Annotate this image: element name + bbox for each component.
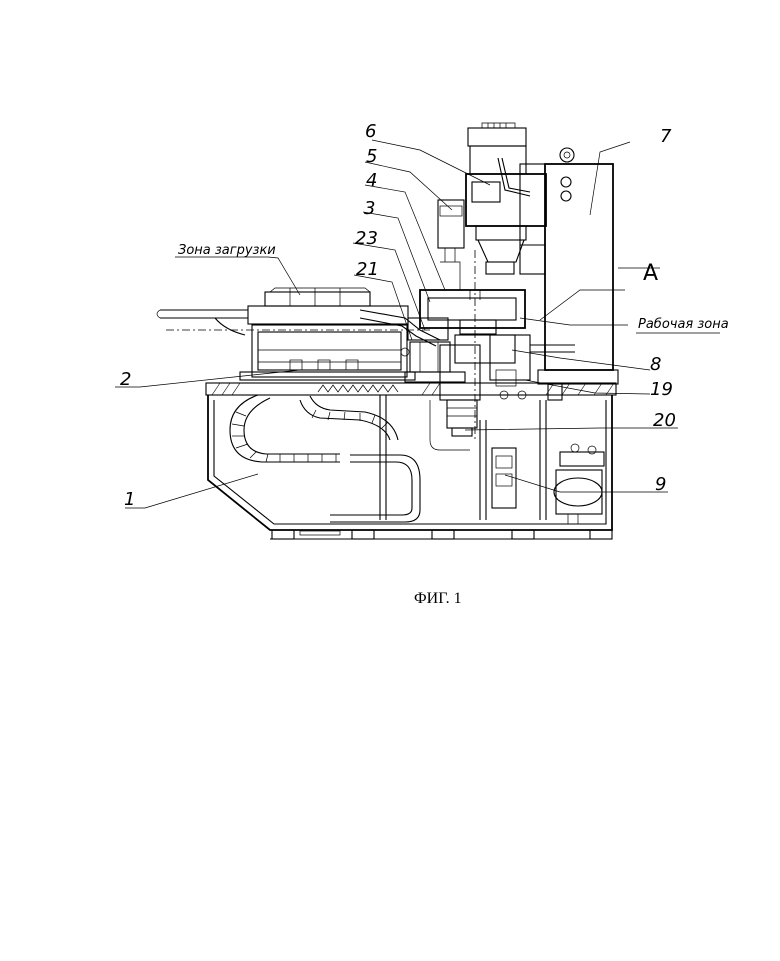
loading-table [157,288,430,392]
callout-3: 3 [364,198,375,219]
callout-5: 5 [366,146,377,167]
machine-bed-frame [206,383,616,539]
spindle-head [438,123,546,290]
pneumatic-unit [492,444,604,524]
callout-7: 7 [660,126,672,147]
figure-caption: ФИГ. 1 [414,590,462,607]
callout-2: 2 [120,369,131,390]
callout-19: 19 [650,379,673,400]
working-zone-label: Рабочая зона [638,317,729,332]
leader-lines [115,140,720,508]
callout-9: 9 [655,474,666,495]
callout-4: 4 [366,170,377,191]
callout-1: 1 [124,489,135,510]
callout-23: 23 [355,228,378,249]
machine-assembly [157,123,618,539]
clamp-assembly [360,310,465,382]
view-a-label: A [643,261,658,286]
callout-6: 6 [365,121,376,142]
callout-8: 8 [650,354,661,375]
cable-drag-chain [230,395,398,462]
section-hatching [212,383,614,395]
callout-20: 20 [653,410,676,431]
loading-zone-label: Зона загрузки [178,243,276,258]
spindle-block [420,250,575,440]
callout-21: 21 [356,259,379,280]
callout-labels: 6 5 4 3 23 21 7 8 19 20 9 2 1 Зона загру… [120,121,729,607]
electrical-cabinet [520,148,618,400]
